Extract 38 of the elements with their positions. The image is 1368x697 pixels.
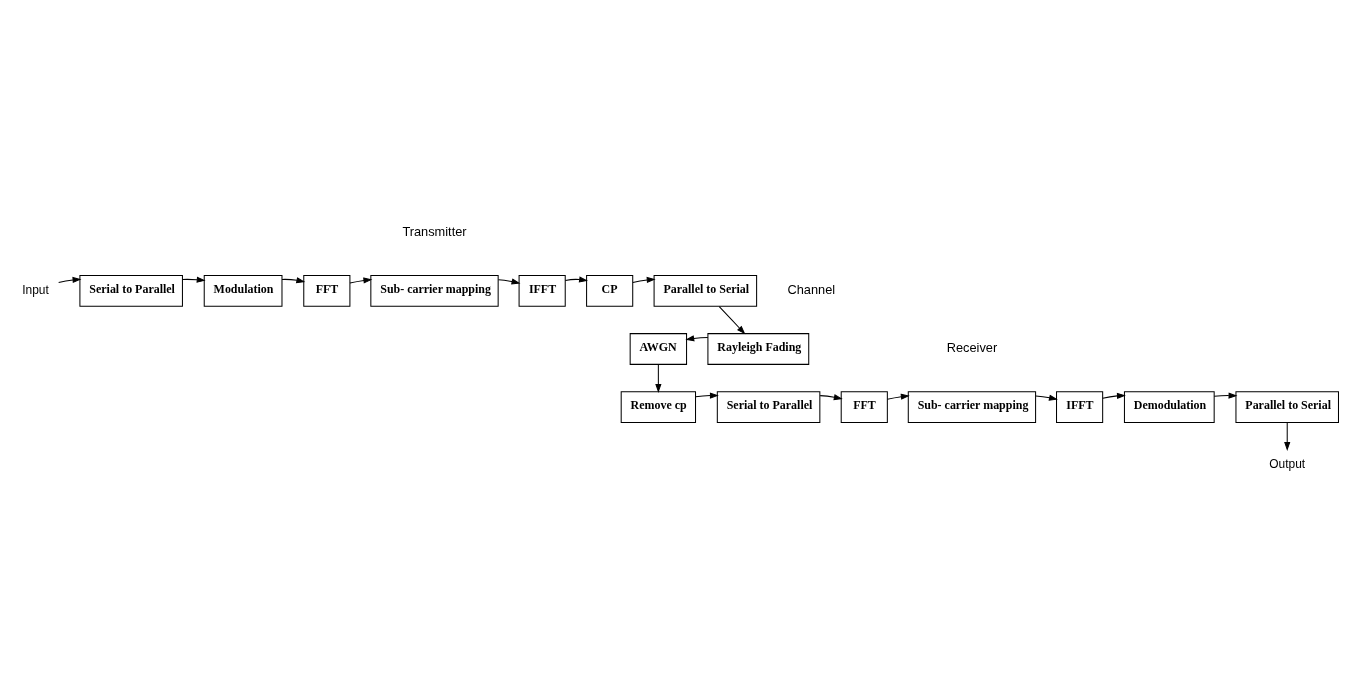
node-text: Input [22, 282, 49, 297]
arrow [1284, 421, 1291, 451]
node-box: IFFT [1056, 390, 1104, 423]
arrow [1102, 392, 1126, 399]
node-text: Output [1269, 456, 1306, 471]
arrow [564, 275, 588, 283]
arrow [695, 392, 719, 399]
arrow [718, 305, 746, 334]
label: Receiver [946, 339, 998, 355]
arrow [1213, 391, 1238, 399]
node-box: Serial to Parallel [79, 274, 183, 307]
node-box: IFFT [518, 274, 566, 307]
arrow [349, 276, 373, 284]
node-box: Serial to Parallel [716, 390, 821, 423]
node-box: Parallel to Serial [653, 274, 758, 307]
label: Transmitter [402, 223, 467, 239]
node-box: Modulation [203, 274, 283, 307]
arrow [497, 278, 521, 285]
node-box: Parallel to Serial [1235, 390, 1339, 423]
arrow [182, 276, 206, 283]
arrow [281, 276, 306, 283]
node-box: Demodulation [1123, 390, 1215, 423]
arrow [58, 276, 82, 283]
node-box: CP [586, 274, 634, 307]
node-box: FFT [303, 274, 351, 307]
node-box: Rayleigh Fading [707, 332, 810, 365]
node-box: FFT [840, 390, 888, 423]
node-box: Sub- carrier mapping [907, 390, 1037, 423]
node-box: Remove cp [620, 390, 697, 423]
arrow [886, 393, 910, 400]
arrow [655, 363, 662, 393]
arrow [685, 334, 709, 341]
arrow [1035, 394, 1058, 401]
node-box: AWGN [629, 332, 688, 365]
node-box: Sub- carrier mapping [370, 274, 499, 307]
label: Channel [787, 281, 836, 297]
arrow [819, 393, 843, 400]
arrow [632, 276, 656, 283]
